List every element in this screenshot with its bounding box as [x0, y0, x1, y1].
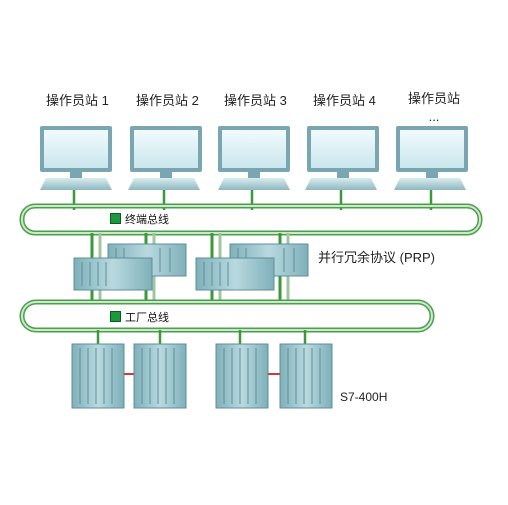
prp-device-group-right	[195, 243, 309, 291]
workstation-label-2: 操作员站 2	[136, 93, 199, 108]
keyboard-icon	[305, 178, 377, 190]
keyboard-icon	[40, 178, 112, 190]
plant-bus-ring	[19, 299, 435, 333]
workstation-4	[305, 126, 379, 190]
keyboard-icon	[394, 178, 466, 190]
prp-device-group-left	[73, 243, 187, 291]
plc-icon	[215, 343, 269, 409]
workstation-2	[128, 126, 202, 190]
plc-icon	[71, 343, 125, 409]
terminal-bus-ring	[19, 203, 483, 236]
plant-bus-legend-icon	[110, 311, 121, 322]
plc-icon	[279, 343, 333, 409]
workstation-label-5: 操作员站 ...	[408, 91, 461, 124]
workstation-3	[218, 126, 290, 190]
controller-links	[96, 330, 307, 344]
prp-label: 并行冗余协议 (PRP)	[318, 250, 436, 265]
workstation-label-4: 操作员站 4	[313, 93, 376, 108]
server-icon	[195, 257, 275, 291]
plc-icon	[133, 343, 187, 409]
workstation-label-1: 操作员站 1	[46, 93, 109, 108]
controller-pair-2	[215, 343, 333, 409]
controller-model-label: S7-400H	[340, 390, 388, 404]
server-icon	[73, 257, 153, 291]
workstation-5	[394, 126, 468, 190]
terminal-bus-label: 终端总线	[125, 214, 169, 226]
controller-pair-1	[71, 343, 187, 409]
plant-bus-label: 工厂总线	[125, 312, 169, 324]
workstation-label-3: 操作员站 3	[224, 93, 287, 108]
keyboard-icon	[128, 178, 200, 190]
terminal-bus-legend-icon	[110, 213, 121, 224]
workstation-1	[40, 126, 112, 190]
keyboard-icon	[218, 178, 290, 190]
